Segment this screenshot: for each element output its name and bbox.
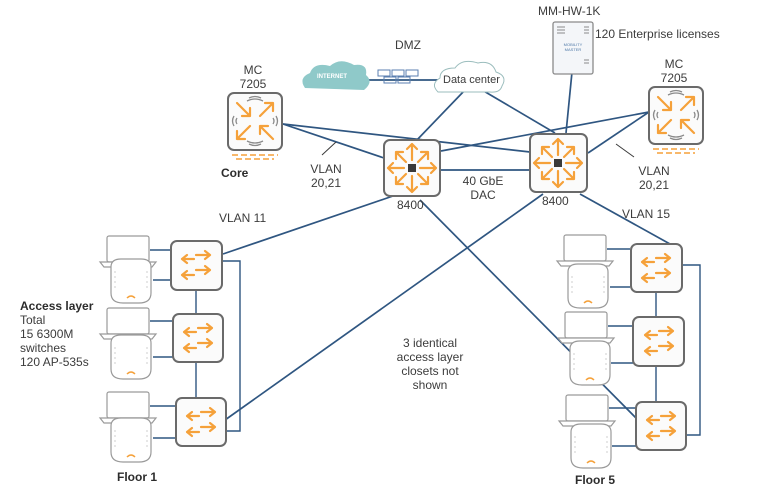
right-mc-model: MC 7205 <box>654 57 694 85</box>
left-vlan-line1: VLAN <box>310 162 342 176</box>
laptop-icon <box>99 307 157 340</box>
access-point-icon <box>567 263 609 309</box>
vlan-11-label: VLAN 11 <box>219 211 267 225</box>
left-mc-line1: MC <box>243 63 263 77</box>
left-mc-line2: 7205 <box>239 77 267 91</box>
access-layer-title: Access layer <box>20 299 94 313</box>
right-mc-line2: 7205 <box>660 71 688 85</box>
floor1-switch-1 <box>170 240 223 291</box>
access-summary-line: Total <box>20 313 46 327</box>
licenses-label: 120 Enterprise licenses <box>595 27 720 41</box>
left-vlan-20-21-label: VLAN 20,21 <box>306 162 346 190</box>
access-point-icon <box>110 417 152 463</box>
right-core-switch-8400 <box>529 133 588 193</box>
internet-label: INTERNET <box>317 74 347 80</box>
right-vlan-pointer <box>615 143 635 158</box>
left-core-switch-label: 8400 <box>397 198 424 212</box>
left-mobility-controller <box>227 92 283 160</box>
access-point-icon <box>110 334 152 380</box>
note-line: shown <box>412 378 448 392</box>
right-mobility-controller <box>648 86 704 154</box>
floor5-switch-2 <box>632 316 685 367</box>
left-mc-model: MC 7205 <box>233 63 273 91</box>
datacenter-cloud <box>434 60 505 93</box>
link-rightcore-floor5-top <box>579 193 671 245</box>
floor5-switch-3 <box>635 401 687 451</box>
vlan-15-label: VLAN 15 <box>622 207 671 221</box>
datacenter-label: Data center <box>443 74 500 86</box>
dmz-firewall-icon <box>377 69 419 84</box>
floor-1-label: Floor 1 <box>117 470 158 484</box>
access-point-icon <box>110 258 152 304</box>
right-vlan-line1: VLAN <box>638 164 670 178</box>
link-dc-right-core <box>481 89 556 134</box>
access-point-icon <box>570 423 612 469</box>
floor-5-label: Floor 5 <box>575 473 616 487</box>
right-core-switch-label: 8400 <box>542 194 569 208</box>
left-core-switch-8400 <box>383 139 441 197</box>
mobility-master-appliance <box>552 21 594 75</box>
floor1-switch-3 <box>175 397 227 447</box>
link-rightmc-rightcore <box>587 111 650 154</box>
right-vlan-20-21-label: VLAN 20,21 <box>634 164 674 192</box>
laptop-icon <box>556 234 614 267</box>
internet-cloud <box>302 61 370 90</box>
link-f5-ring <box>682 264 701 436</box>
mm-device-text: MOBILITY MASTER <box>563 42 583 52</box>
interlink-label: 40 GbE DAC <box>448 174 518 202</box>
link-leftmc-rightcore <box>282 123 531 153</box>
link-rightcore-floor1-bottom <box>224 193 544 421</box>
note-line: access layer <box>396 350 464 364</box>
floor5-switch-1 <box>630 243 683 293</box>
link-mm-right-core <box>565 71 573 134</box>
left-vlan-line2: 20,21 <box>310 176 342 190</box>
access-summary-line: 120 AP-535s <box>20 355 89 369</box>
floor1-switch-2 <box>172 313 224 363</box>
right-vlan-line2: 20,21 <box>638 178 670 192</box>
note-line: closets not <box>401 364 459 378</box>
links <box>150 71 701 447</box>
floor1-closet <box>99 235 227 463</box>
core-label: Core <box>221 166 249 180</box>
dmz-label: DMZ <box>395 38 421 52</box>
right-mc-line1: MC <box>664 57 684 71</box>
link-rightmc-leftcore <box>440 111 650 152</box>
access-layer-summary: Access layer Total 15 6300M switches 120… <box>20 299 93 369</box>
access-summary-line: switches <box>20 341 67 355</box>
floor5-closet <box>556 234 687 469</box>
access-point-icon <box>569 340 611 386</box>
access-summary-line: 15 6300M <box>20 327 74 341</box>
laptop-icon <box>558 394 616 427</box>
laptop-icon <box>557 311 615 344</box>
link-dc-left-core <box>414 89 466 143</box>
left-vlan-pointer <box>321 141 337 156</box>
mm-title: MM-HW-1K <box>538 4 601 18</box>
closets-note: 3 identical access layer closets not sho… <box>385 336 475 392</box>
note-line: 3 identical <box>402 336 458 350</box>
link-f1-ring <box>222 260 241 432</box>
link-leftmc-leftcore <box>282 123 385 159</box>
interlink-line1: 40 GbE <box>462 174 504 188</box>
link-leftcore-floor1-top <box>222 195 394 255</box>
interlink-line2: DAC <box>470 188 496 202</box>
